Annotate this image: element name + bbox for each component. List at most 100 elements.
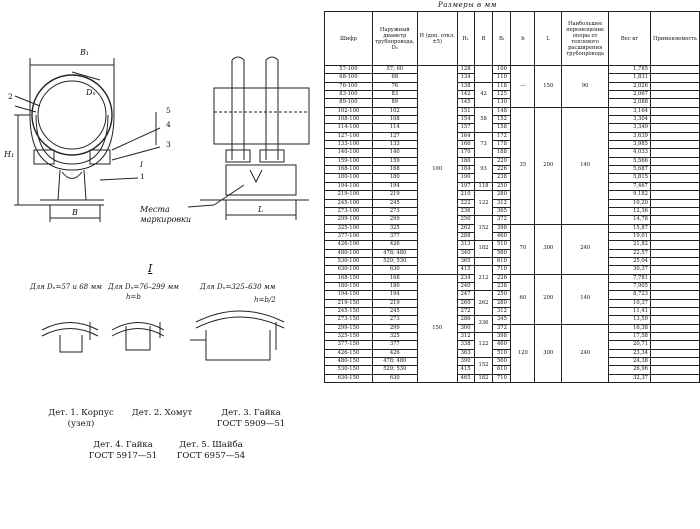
cell-note — [649, 190, 700, 200]
col-h1: H₁ — [456, 11, 475, 66]
cell-diameter: 68 — [371, 73, 418, 83]
cell-cipher: 480-100 — [324, 248, 373, 258]
cell-diameter: 478; 480 — [371, 248, 418, 258]
cell-h1: 134 — [456, 73, 475, 83]
h1-label: H₁ — [4, 150, 15, 159]
cell-note — [649, 165, 700, 175]
cell-b1: 398 — [492, 331, 512, 342]
cell-h1: 157 — [456, 123, 475, 133]
cell-b1: 178 — [492, 140, 512, 150]
drawing-panel: B₁ Dₙ H₁ B L 2 5 4 3 1 I Места маркировк… — [0, 0, 318, 529]
cell-weight: 3,639 — [608, 131, 651, 142]
cell-diameter: 529; 530 — [371, 256, 418, 267]
cell-b1: 510 — [492, 348, 512, 359]
cell-b1: 158 — [492, 123, 512, 133]
cell-b1: 130 — [492, 98, 512, 108]
col-b1: B₁ — [492, 11, 512, 66]
cell-b1: 172 — [492, 131, 512, 142]
callout-3: 3 — [166, 140, 171, 149]
cell-cipher: 168-100 — [324, 165, 373, 175]
cell-b1: 125 — [492, 90, 512, 100]
cell-h1: 260 — [456, 298, 475, 308]
cell-cipher: 159-100 — [324, 156, 373, 167]
cell-b1: 460 — [492, 231, 512, 242]
cell-weight: 7,781 — [608, 273, 651, 283]
cell-b: 182 — [473, 373, 494, 384]
cell-weight: 11,41 — [608, 306, 651, 317]
cell-note — [649, 148, 700, 158]
cell-h1: 288 — [456, 231, 475, 242]
cell-l: 300 — [534, 223, 563, 275]
cell-diameter: 194 — [371, 290, 418, 300]
variant-3-sub: h=b/2 — [254, 296, 276, 304]
cell-l: 300 — [534, 323, 563, 384]
cell-cipher: 102-100 — [324, 106, 373, 117]
cell-cipher: 530-100 — [324, 256, 373, 267]
dimension-table: Шифр Наружный диаметр трубопровода, Dₙ H… — [324, 11, 700, 384]
col-weight: Вес кг — [608, 11, 651, 66]
variant-2-label: Для Dₙ=76–299 мм — [108, 283, 179, 291]
cell-h1: 247 — [456, 290, 475, 300]
variant-2-sub: h=b — [126, 293, 141, 301]
cell-cipher: 83-100 — [324, 90, 373, 100]
cell-b1: 280 — [492, 190, 512, 200]
cell-diameter: 245 — [371, 198, 418, 208]
cell-weight: 2,026 — [608, 81, 651, 92]
variant-1-label: Для Dₙ=57 и 68 мм — [30, 283, 102, 291]
cell-b-small: 70 — [510, 223, 536, 275]
cell-cipher: 219-100 — [324, 190, 373, 200]
cell-movement: 140 — [561, 106, 610, 225]
cell-weight: 10,20 — [608, 198, 651, 208]
cell-b1: 238 — [492, 281, 512, 292]
col-h: H (доп. откл. ±5) — [416, 11, 458, 66]
cell-diameter: 426 — [371, 348, 418, 359]
dn-label: Dₙ — [86, 88, 96, 97]
cell-diameter: 219 — [371, 190, 418, 200]
cell-diameter: 299 — [371, 215, 418, 225]
cell-b: 212 — [473, 265, 494, 292]
cell-h1: 142 — [456, 90, 475, 100]
cell-h1: 190 — [456, 173, 475, 183]
cell-note — [649, 248, 700, 258]
cell-note — [649, 365, 700, 375]
cell-weight: 5,815 — [608, 173, 651, 183]
col-cipher: Шифр — [324, 11, 373, 66]
cell-b1: 560 — [492, 248, 512, 258]
callout-2: 2 — [8, 92, 13, 101]
cell-h1: 415 — [456, 365, 475, 375]
cell-b1: 610 — [492, 256, 512, 267]
cell-note — [649, 206, 700, 217]
cell-weight: 14,78 — [608, 215, 651, 225]
cell-cipher: 530-150 — [324, 365, 373, 375]
cell-h1: 390 — [456, 357, 475, 367]
callout-5: 5 — [166, 106, 171, 115]
cell-note — [649, 90, 700, 100]
cell-note — [649, 331, 700, 342]
cell-cipher: 245-150 — [324, 306, 373, 317]
cell-b — [473, 256, 494, 267]
cell-weight: 30,37 — [608, 265, 651, 275]
cell-diameter: 245 — [371, 306, 418, 317]
cell-cipher: 180-150 — [324, 281, 373, 292]
cell-h1: 465 — [456, 373, 475, 384]
cell-b: 122 — [473, 331, 494, 359]
detail-i-label: I — [148, 262, 153, 275]
cell-diameter: 76 — [371, 81, 418, 92]
cell-b: 118 — [473, 181, 494, 192]
cell-cipher: 273-100 — [324, 206, 373, 217]
cell-b1: 398 — [492, 223, 512, 233]
cell-diameter: 102 — [371, 106, 418, 117]
cell-b: 152 — [473, 357, 494, 375]
cell-h1: 166 — [456, 140, 475, 150]
cell-diameter: 180 — [371, 281, 418, 292]
cell-h1: 197 — [456, 181, 475, 192]
part-2-caption: Дет. 2. Хомут — [131, 408, 193, 418]
